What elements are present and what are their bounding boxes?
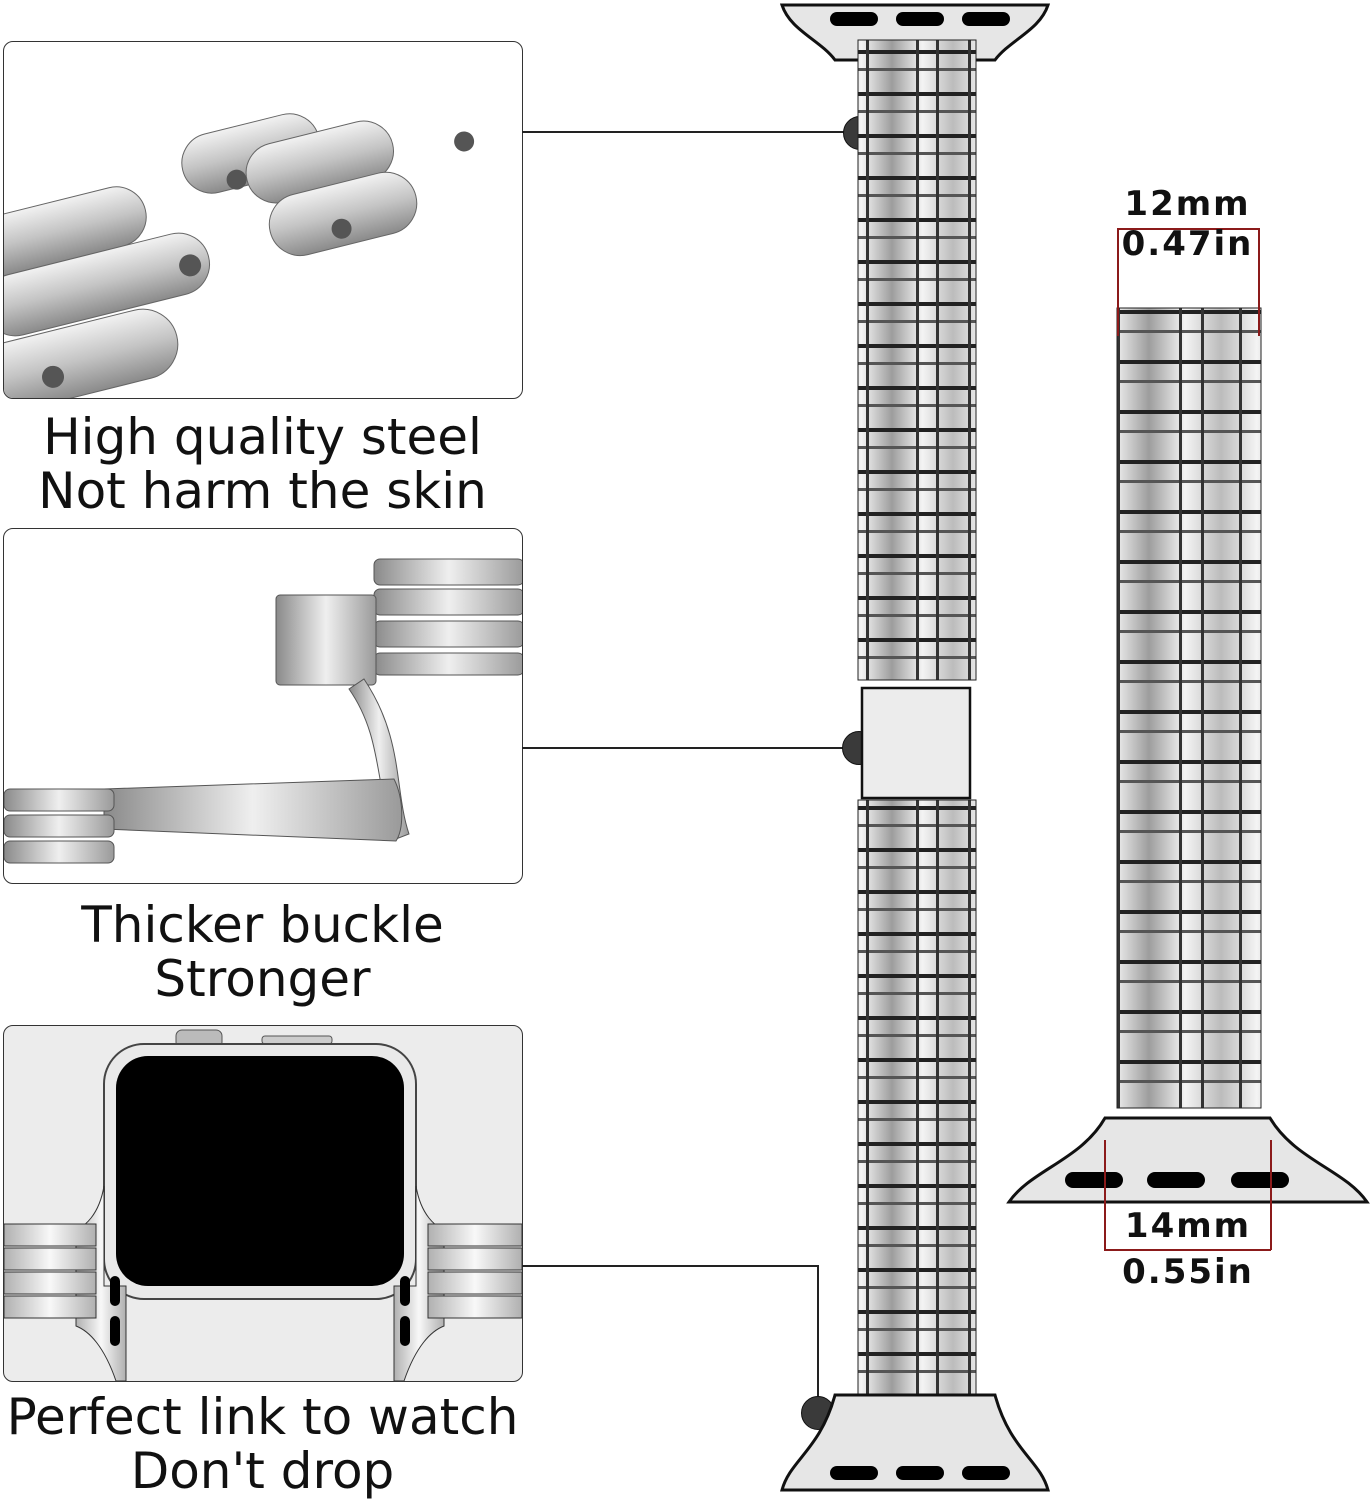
dimension-band-illustration	[1006, 307, 1370, 1204]
callout-line-buckle	[522, 747, 858, 749]
steel-links-illustration	[4, 113, 475, 398]
dimension-line	[1258, 228, 1260, 336]
dimension-line	[1117, 228, 1119, 336]
caption-line: Perfect link to watch	[6, 1388, 519, 1446]
buckle-caption: Thicker buckle Stronger	[0, 898, 525, 1006]
watch-illustration	[4, 1029, 522, 1381]
dimension-line	[1104, 1140, 1106, 1250]
callout-line-connector-vertical	[817, 1265, 819, 1400]
band-width-in: 0.47in	[1121, 224, 1254, 264]
full-band-illustration	[779, 3, 1051, 1492]
caption-line: Not harm the skin	[38, 462, 487, 520]
dimension-line	[1104, 1249, 1271, 1251]
watch-connector-image	[3, 1025, 523, 1382]
caption-line: Stronger	[154, 950, 371, 1008]
caption-line: High quality steel	[43, 408, 482, 466]
buckle-illustration	[4, 558, 522, 864]
callout-line-steel	[522, 131, 858, 133]
callout-line-connector	[522, 1265, 818, 1267]
band-width-mm: 12mm	[1124, 184, 1251, 224]
dimension-line	[1270, 1140, 1272, 1250]
connector-width-in: 0.55in	[1122, 1252, 1254, 1292]
caption-line: Don't drop	[130, 1442, 395, 1500]
steel-links-image	[3, 41, 523, 399]
caption-line: Thicker buckle	[81, 896, 444, 954]
buckle-image	[3, 528, 523, 884]
connector-caption: Perfect link to watch Don't drop	[0, 1390, 525, 1498]
steel-caption: High quality steel Not harm the skin	[0, 410, 525, 518]
connector-width-mm: 14mm	[1124, 1206, 1252, 1246]
dimension-line	[1117, 228, 1259, 230]
